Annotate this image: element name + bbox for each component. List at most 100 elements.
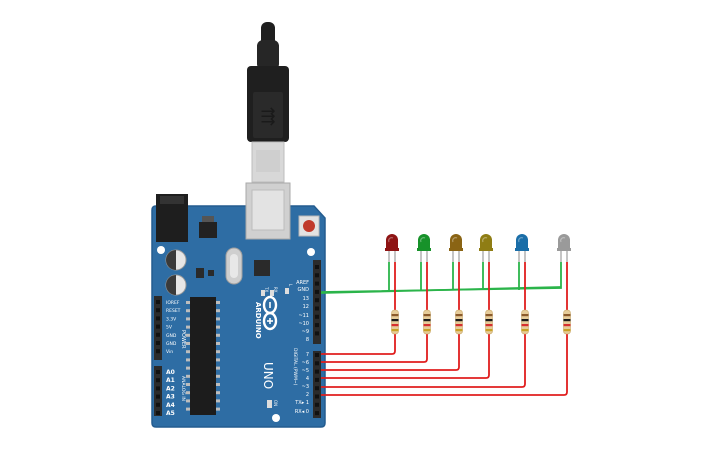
chip-pin (186, 383, 190, 386)
header-pin-hole[interactable] (315, 353, 319, 357)
resistor[interactable] (521, 309, 529, 335)
chip-pin (216, 325, 220, 329)
signal-wire[interactable] (321, 333, 526, 388)
gnd-wire-bus[interactable] (320, 286, 562, 294)
resistor-band (563, 329, 571, 332)
digital-pin-label: ~11 (298, 313, 309, 319)
chip-pin (186, 399, 190, 403)
led-body (480, 234, 492, 250)
signal-wire[interactable] (321, 333, 396, 355)
header-pin-hole[interactable] (315, 273, 319, 278)
resistor[interactable] (391, 309, 399, 335)
resistor-band (391, 314, 399, 317)
resistor[interactable] (485, 309, 493, 335)
resistor[interactable] (423, 309, 431, 335)
digital-pin-label: GND (298, 287, 310, 293)
header-pin-hole[interactable] (315, 361, 319, 366)
usb-cable[interactable]: ⇶ (247, 22, 289, 183)
led-green[interactable] (417, 234, 431, 262)
chip-pin (216, 366, 220, 370)
chip-pin (186, 350, 190, 354)
header-pin-hole[interactable] (156, 394, 160, 399)
chip-pin (186, 309, 190, 313)
header-pin-hole[interactable] (315, 298, 319, 303)
label-l: L (288, 284, 293, 287)
resistor[interactable] (563, 309, 571, 335)
signal-wire[interactable] (321, 333, 428, 363)
header-pin-hole[interactable] (156, 300, 160, 304)
digital-pin-label: ~10 (298, 321, 309, 327)
power-pin-label: Vin (166, 349, 173, 355)
digital-pin-label: ~9 (302, 329, 309, 335)
atmega-pins (186, 301, 220, 411)
header-pin-hole[interactable] (315, 394, 319, 399)
header-pin-hole[interactable] (156, 386, 160, 391)
header-pin-hole[interactable] (315, 369, 319, 374)
header-pin-hole[interactable] (315, 281, 319, 286)
resistor-band (391, 329, 399, 332)
reset-button-cap (303, 220, 315, 232)
resistor-band (485, 314, 493, 317)
header-pin-hole[interactable] (315, 314, 319, 319)
header-pin-hole[interactable] (315, 289, 319, 294)
header-pin-hole[interactable] (156, 308, 160, 313)
chip-pin (186, 366, 190, 370)
header-pin-hole[interactable] (156, 341, 160, 345)
resistor-band (521, 314, 529, 317)
led-red[interactable] (385, 234, 399, 262)
header-holes (156, 265, 319, 416)
usb-b-jack-inner (251, 189, 285, 231)
resistor-band (423, 319, 431, 322)
usb-cable-strain-relief (257, 40, 279, 70)
header-pin-hole[interactable] (315, 306, 319, 311)
led-orange[interactable] (449, 234, 463, 262)
led-l-indicator (285, 288, 289, 294)
resistor-band (485, 324, 493, 327)
led-body (516, 234, 528, 250)
signal-wire[interactable] (321, 333, 460, 371)
led-array[interactable] (385, 234, 571, 262)
header-pin-hole[interactable] (156, 370, 160, 374)
signal-wire[interactable] (321, 333, 490, 379)
led-rim (557, 248, 571, 251)
resistor-band (563, 324, 571, 327)
header-pin-hole[interactable] (315, 331, 319, 336)
led-highlight (452, 237, 458, 243)
analog-pin-label: A0 (166, 369, 175, 376)
led-body (450, 234, 462, 250)
header-pin-hole[interactable] (156, 411, 160, 415)
resistor-array[interactable] (391, 309, 571, 335)
header-pin-hole[interactable] (315, 377, 319, 382)
header-pin-hole[interactable] (315, 265, 319, 269)
digital-pin-label: 2 (306, 392, 309, 398)
led-highlight (560, 237, 566, 243)
resistor-band (455, 329, 463, 332)
wires[interactable] (320, 262, 568, 396)
resistor-band (455, 324, 463, 327)
header-pin-hole[interactable] (156, 332, 160, 337)
resistor-band (563, 314, 571, 317)
resistor-band (423, 329, 431, 332)
header-pin-hole[interactable] (315, 402, 319, 407)
led-rim (385, 248, 399, 251)
power-pin-label: GND (166, 333, 177, 339)
atmega-microcontroller (190, 297, 216, 415)
resistor-band (455, 319, 463, 322)
resistor-band (521, 319, 529, 322)
header-pin-hole[interactable] (156, 378, 160, 383)
led-yellow[interactable] (479, 234, 493, 262)
led-blue[interactable] (515, 234, 529, 262)
arduino-logo-icon (262, 295, 278, 331)
header-pin-hole[interactable] (156, 349, 160, 354)
header-pin-hole[interactable] (315, 411, 319, 416)
header-pin-hole[interactable] (315, 386, 319, 391)
arduino-uno-board[interactable]: TX RX L ON ARDUINO UNO DIGITAL (PWM~) PO… (151, 182, 326, 428)
header-pin-hole[interactable] (156, 316, 160, 321)
header-pin-hole[interactable] (156, 402, 160, 407)
signal-wire[interactable] (321, 333, 568, 396)
resistor[interactable] (455, 309, 463, 335)
led-white[interactable] (557, 234, 571, 262)
chip-pin (186, 407, 190, 411)
header-pin-hole[interactable] (156, 324, 160, 329)
header-pin-hole[interactable] (315, 323, 319, 328)
